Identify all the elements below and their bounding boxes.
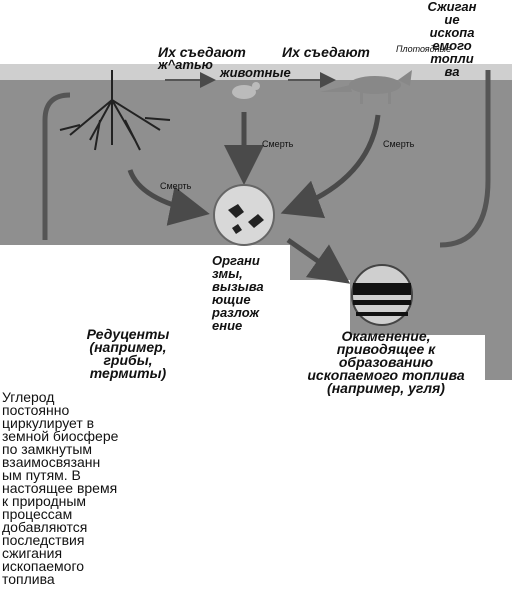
sky-region	[0, 0, 512, 64]
label-decomposers: Редуценты (например, грибы, термиты)	[86, 326, 170, 381]
arrow-carnivore-death	[280, 114, 381, 219]
white-region-right	[350, 335, 485, 385]
label-death-herbivore: Смерть	[262, 139, 294, 149]
label-eaten-by-2: Их съедают	[282, 44, 370, 60]
rabbit-icon	[232, 82, 260, 99]
label-combustion: Сжиган ие ископа емого топли ва	[427, 0, 477, 79]
label-death-plant: Смерть	[160, 181, 192, 191]
arrow-to-fossilization	[286, 237, 351, 284]
decomposer-organisms-icon	[213, 184, 275, 246]
label-herbivores-b: животные	[220, 65, 291, 80]
coal-layers-icon	[351, 264, 413, 326]
plant-roots	[59, 70, 171, 151]
fox-icon	[320, 70, 412, 104]
caption-text: Углерод постоянно циркулирует в земной б…	[2, 389, 119, 587]
arrow-plant-death	[127, 169, 210, 226]
label-eaten-by-1: Их съедают	[158, 44, 246, 60]
white-region-left	[0, 245, 290, 385]
label-herbivores-a: ж^атью	[158, 57, 213, 72]
white-region-mid	[290, 280, 350, 385]
loop-left	[42, 92, 71, 240]
label-decomposer-organisms: Органи змы, вызыва ющие разлож ение	[212, 253, 264, 333]
loop-right	[439, 70, 491, 248]
label-death-carnivore: Смерть	[383, 139, 415, 149]
label-carnivores: Плотоядные	[396, 44, 452, 54]
label-fossilization: Окаменение, приводящее к образованию иск…	[307, 328, 465, 396]
